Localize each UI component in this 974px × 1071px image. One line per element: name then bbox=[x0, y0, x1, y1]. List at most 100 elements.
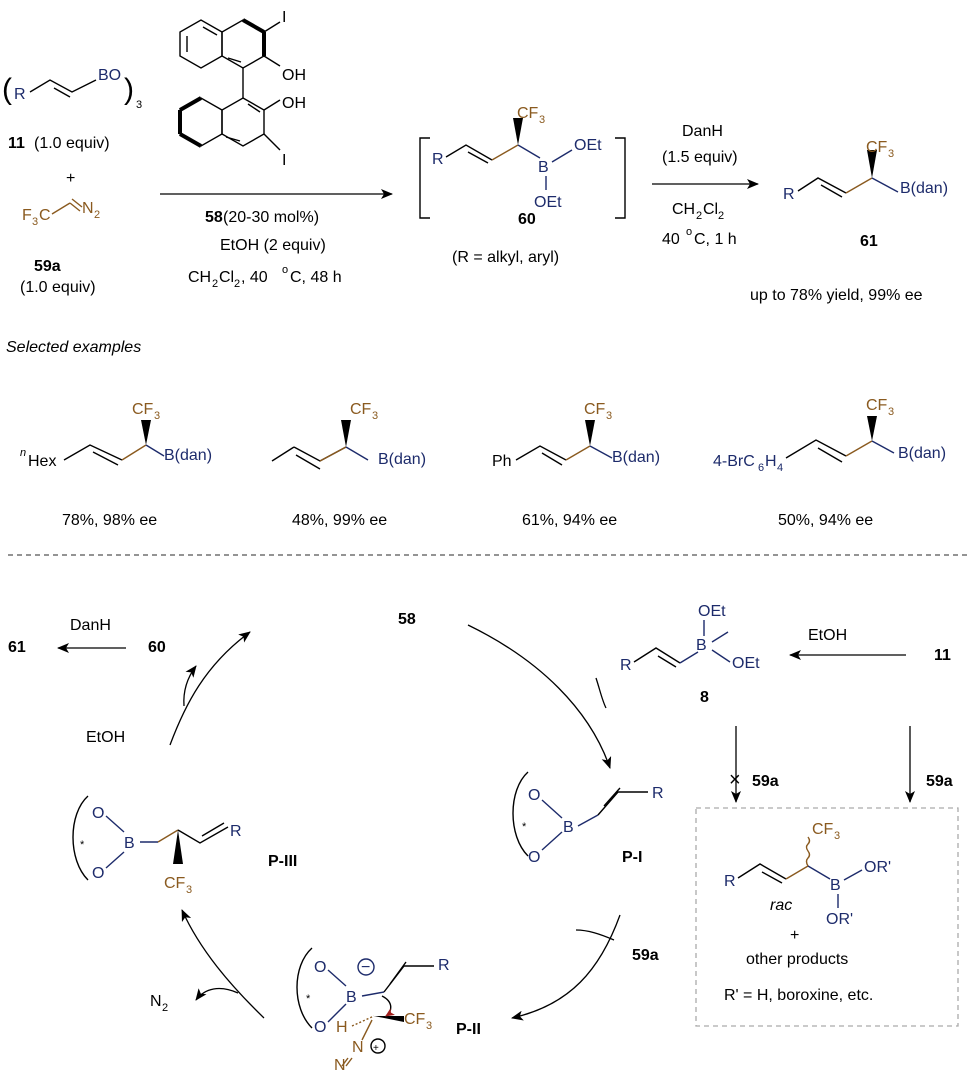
diazo-f3c-c: C bbox=[39, 207, 51, 224]
cmpd8-b: B bbox=[696, 637, 707, 654]
binol-oh-top: OH bbox=[282, 67, 306, 84]
p3-label: P-III bbox=[268, 853, 297, 870]
cond1-catalyst-number: 58 bbox=[205, 209, 223, 226]
cycle-intermediate-60: 60 bbox=[148, 639, 166, 656]
vinylboronate-8: R B OEt OEt bbox=[620, 603, 760, 674]
p2-o-1: O bbox=[314, 959, 326, 976]
diazo-f3c-sub: 3 bbox=[32, 216, 38, 228]
example-1-bdan: B(dan) bbox=[164, 447, 212, 464]
plus-sign: + bbox=[66, 170, 75, 187]
p1-o-2: O bbox=[528, 849, 540, 866]
cond2-reagent: DanH bbox=[682, 123, 723, 140]
prod61-cf-sub: 3 bbox=[888, 148, 894, 160]
cycle-59a-entry: 59a bbox=[632, 947, 659, 964]
example-3-sub-main: Ph bbox=[492, 453, 512, 470]
compound-11-number: 11 bbox=[8, 135, 25, 152]
cycle-arrow-ethanolysis bbox=[169, 631, 251, 746]
example-1-cf: CF bbox=[132, 401, 154, 418]
boroxine-subscript: 3 bbox=[136, 99, 142, 111]
cond1-solvent: CH 2 Cl 2 , 40 o C, 48 h bbox=[188, 264, 342, 290]
cycle-n2: N bbox=[150, 993, 162, 1010]
example-1: n Hex CF 3 B(dan) 78%, 98% ee bbox=[20, 401, 212, 529]
cond2-solvent-sub1: 2 bbox=[696, 210, 702, 222]
cond2-time: C, 1 h bbox=[694, 231, 737, 248]
boroxine-reagent-11: ( R BO ) 3 bbox=[2, 67, 142, 111]
diazo-n2-sub: 2 bbox=[94, 209, 100, 221]
cond1-ethanol: EtOH (2 equiv) bbox=[220, 237, 326, 254]
p2-label: P-II bbox=[456, 1021, 481, 1038]
cond1-solvent-cl: Cl bbox=[219, 269, 234, 286]
rac-cf: CF bbox=[812, 821, 834, 838]
example-4-sub-mid: H bbox=[765, 453, 777, 470]
compound-59a-number: 59a bbox=[34, 258, 61, 275]
compound-59a-equiv: (1.0 equiv) bbox=[20, 279, 96, 296]
p2-cf: CF bbox=[404, 1011, 426, 1028]
example-3: Ph CF 3 B(dan) 61%, 94% ee bbox=[492, 401, 660, 529]
example-4-result: 50%, 94% ee bbox=[778, 512, 873, 529]
cmpd8-oet-2: OEt bbox=[732, 655, 760, 672]
p2-h: H bbox=[336, 1019, 348, 1036]
product-61-number: 61 bbox=[860, 233, 878, 250]
p3-cf: CF bbox=[164, 875, 186, 892]
example-2-cf: CF bbox=[350, 401, 372, 418]
intermediate-p2: * O O B − R H CF 3 N N + bbox=[296, 947, 450, 1071]
rac-label: rac bbox=[770, 897, 792, 914]
binol-iodine-top: I bbox=[282, 9, 286, 26]
p2-n-2: N bbox=[334, 1057, 346, 1071]
cycle-arrow-ethanolysis-release bbox=[183, 665, 197, 707]
racemic-59a-label: 59a bbox=[926, 773, 953, 790]
blocked-59a-label: 59a bbox=[752, 773, 779, 790]
example-1-result: 78%, 98% ee bbox=[62, 512, 157, 529]
rac-r: R bbox=[724, 873, 736, 890]
example-4: 4-BrC 6 H 4 CF 3 B(dan) 50%, 94% ee bbox=[713, 397, 946, 529]
p1-label: P-I bbox=[622, 849, 642, 866]
binol-catalyst-58: I OH OH I bbox=[178, 9, 306, 169]
boroxine-r: R bbox=[14, 86, 26, 103]
p2-r: R bbox=[438, 957, 450, 974]
binol-iodine-bottom: I bbox=[282, 152, 286, 169]
paren-open: ( bbox=[2, 73, 12, 106]
prod61-r: R bbox=[783, 186, 795, 203]
cycle-arrow-to-p1-entry bbox=[595, 677, 607, 709]
rac-note: R' = H, boroxine, etc. bbox=[724, 987, 873, 1004]
cycle-arrow-to-p2 bbox=[511, 914, 621, 1021]
cond2-solvent-ch: CH bbox=[672, 201, 695, 218]
cond2-solvent-cl: Cl bbox=[703, 201, 718, 218]
int60-r: R bbox=[432, 151, 444, 168]
prod61-bdan: B(dan) bbox=[900, 180, 948, 197]
cond1-solvent-sub2: 2 bbox=[234, 278, 240, 290]
p2-plus: + bbox=[373, 1043, 379, 1054]
diazo-n2-n: N bbox=[82, 200, 94, 217]
cycle-etoh-left: EtOH bbox=[86, 729, 125, 746]
intermediate-p3: * O O B CF 3 R bbox=[72, 795, 242, 896]
example-2-bdan: B(dan) bbox=[378, 451, 426, 468]
product-61: R CF 3 B(dan) bbox=[783, 139, 948, 203]
int60-cf-sub: 3 bbox=[539, 114, 545, 126]
p3-o-1: O bbox=[92, 805, 104, 822]
cycle-arrow-to-p1 bbox=[467, 624, 612, 769]
cycle-arrow-to-p3 bbox=[181, 909, 265, 1019]
cond2-equiv: (1.5 equiv) bbox=[662, 149, 738, 166]
product-61-yield: up to 78% yield, 99% ee bbox=[750, 287, 923, 304]
p2-o-2: O bbox=[314, 1019, 326, 1036]
diazo-reagent-59a: F 3 C N 2 bbox=[22, 198, 100, 228]
rac-other-products: other products bbox=[746, 951, 848, 968]
cycle-arrow-to-p2-entry bbox=[575, 929, 615, 941]
cond1-solvent-temp: , 40 bbox=[241, 269, 272, 286]
intermediate-60-note: (R = alkyl, aryl) bbox=[452, 249, 559, 266]
example-3-cf: CF bbox=[584, 401, 606, 418]
racemic-products-box bbox=[695, 807, 959, 1027]
rac-or-1: OR' bbox=[864, 859, 891, 876]
cycle-catalyst-58: 58 bbox=[398, 611, 416, 628]
compound-11-equiv: (1.0 equiv) bbox=[34, 135, 110, 152]
p1-star: * bbox=[522, 821, 527, 833]
p3-r: R bbox=[230, 823, 242, 840]
p2-minus: − bbox=[361, 959, 370, 976]
cond2-temperature: 40 o C, 1 h bbox=[662, 226, 737, 248]
cycle-danh: DanH bbox=[70, 617, 111, 634]
rac-plus: + bbox=[790, 927, 799, 944]
rac-b: B bbox=[830, 877, 841, 894]
cond1-time: C, 48 h bbox=[290, 269, 342, 286]
cmpd8-oet-1: OEt bbox=[698, 603, 726, 620]
cond1-solvent-sub1: 2 bbox=[212, 278, 218, 290]
